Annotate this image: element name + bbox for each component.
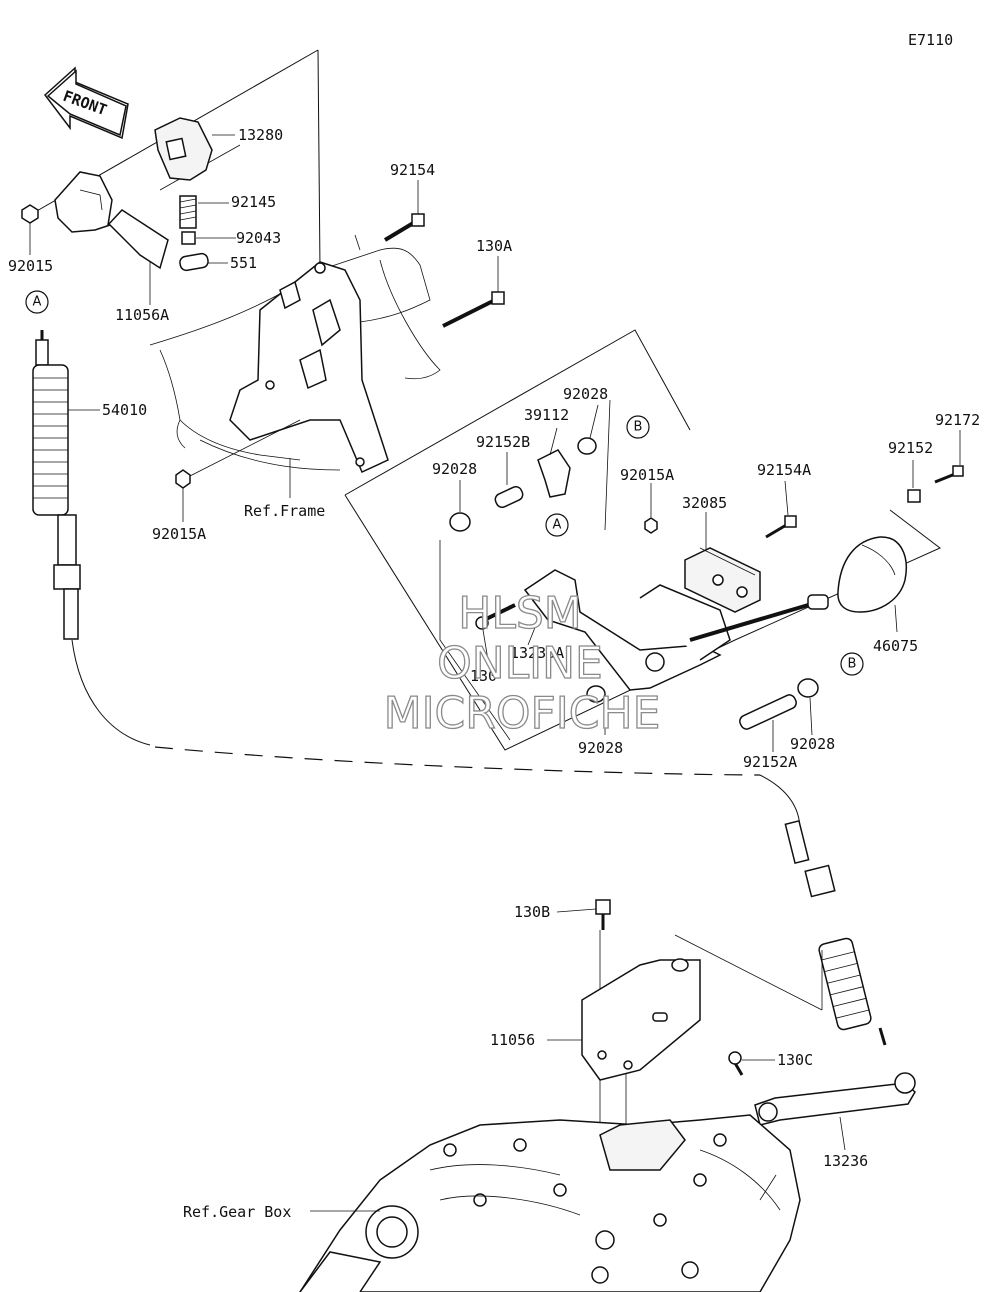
part-92015A-label-mid: 92015A xyxy=(620,466,674,484)
gear-box xyxy=(299,1114,801,1292)
part-32085-label: 32085 xyxy=(682,494,727,512)
shift-cable xyxy=(32,330,887,1046)
part-92152A-label: 92152A xyxy=(743,753,797,771)
part-130-label: 130 xyxy=(470,667,497,685)
part-92145-label: 92145 xyxy=(231,193,276,211)
marker-a-mid: A xyxy=(545,513,569,537)
part-92028-label-right: 92028 xyxy=(790,735,835,753)
diagram-code: E7110 xyxy=(908,31,953,49)
svg-text:B: B xyxy=(848,657,857,672)
leader-lines xyxy=(29,134,961,1212)
part-92028-label-left: 92028 xyxy=(432,460,477,478)
part-54010-label: 54010 xyxy=(102,401,147,419)
part-13236-label: 13236 xyxy=(823,1152,868,1170)
ref-frame-label: Ref.Frame xyxy=(244,502,325,520)
watermark-line-1: HLSM xyxy=(458,588,582,639)
part-46075-label: 46075 xyxy=(873,637,918,655)
part-92015A-label-left: 92015A xyxy=(152,525,206,543)
watermark: HLSM ONLINE MICROFICHE xyxy=(383,587,661,739)
marker-b-top: B xyxy=(626,415,650,439)
part-13280-label: 13280 xyxy=(238,126,283,144)
part-92152B-label: 92152B xyxy=(476,433,530,451)
lower-bracket-assembly xyxy=(581,899,916,1150)
svg-text:B: B xyxy=(634,420,643,435)
part-130B-label: 130B xyxy=(514,903,550,921)
svg-text:A: A xyxy=(553,518,562,533)
part-92154-label: 92154 xyxy=(390,161,435,179)
part-130A-label: 130A xyxy=(476,237,512,255)
ref-gear-box-label: Ref.Gear Box xyxy=(183,1203,291,1221)
part-130C-label: 130C xyxy=(777,1051,813,1069)
upper-mount-assembly xyxy=(21,49,505,489)
svg-text:A: A xyxy=(33,295,42,310)
part-92015-label: 92015 xyxy=(8,257,53,275)
part-551-label: 551 xyxy=(230,254,257,272)
shift-lever-assembly xyxy=(344,329,964,751)
part-39112-label: 39112 xyxy=(524,406,569,424)
front-direction-arrow: FRONT xyxy=(43,66,129,140)
part-92043-label: 92043 xyxy=(236,229,281,247)
part-11056-label: 11056 xyxy=(490,1031,535,1049)
part-92154A-label: 92154A xyxy=(757,461,811,479)
part-13236A-label: 13236A xyxy=(510,644,564,662)
part-92028-label-bottom: 92028 xyxy=(578,739,623,757)
marker-a-top: A xyxy=(25,290,49,314)
watermark-line-2: ONLINE xyxy=(437,638,603,689)
watermark-line-3: MICROFICHE xyxy=(384,688,661,739)
marker-b-bottom: B xyxy=(840,652,864,676)
part-92028-label-top: 92028 xyxy=(563,385,608,403)
part-92172-label: 92172 xyxy=(935,411,980,429)
part-92152-label: 92152 xyxy=(888,439,933,457)
part-11056A-label: 11056A xyxy=(115,306,169,324)
